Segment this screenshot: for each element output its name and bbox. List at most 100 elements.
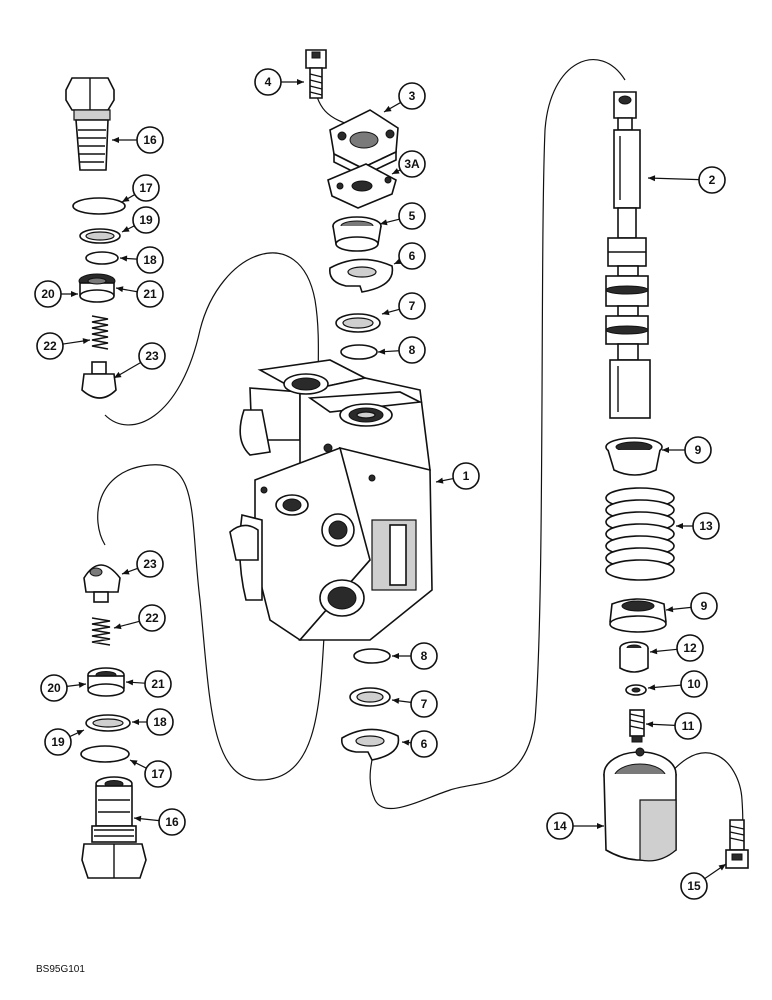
callout-label: 7 xyxy=(421,697,428,711)
callout-label: 9 xyxy=(701,599,708,613)
callout-label: 15 xyxy=(687,879,701,893)
callout-circle xyxy=(398,150,426,178)
callout-circle xyxy=(40,674,68,702)
piston-20-21-upper xyxy=(78,273,116,303)
callout-circle xyxy=(398,292,426,320)
callout-c18a: 18 xyxy=(119,246,164,274)
callout-arrowhead xyxy=(597,823,604,829)
callout-arrowhead xyxy=(82,338,90,345)
callout-c3: 3 xyxy=(383,82,426,113)
callout-label: 9 xyxy=(695,443,702,457)
callout-circle xyxy=(676,634,704,662)
callout-circle xyxy=(398,82,426,110)
callout-label: 6 xyxy=(409,249,416,263)
callout-circle xyxy=(144,670,172,698)
callout-arrowhead xyxy=(114,623,122,630)
callout-c17a: 17 xyxy=(121,174,160,203)
callout-label: 22 xyxy=(43,339,57,353)
spacer-12 xyxy=(619,641,649,673)
callout-arrowhead xyxy=(384,105,392,112)
callout-c22b: 22 xyxy=(113,604,166,632)
callout-arrowhead xyxy=(666,606,674,613)
callout-c13: 13 xyxy=(676,512,720,540)
callout-arrowhead xyxy=(114,371,122,378)
callout-c8a: 8 xyxy=(377,336,426,364)
callout-circle xyxy=(410,690,438,718)
callout-c1: 1 xyxy=(435,462,480,490)
callout-arrowhead xyxy=(122,226,130,232)
callout-layer: 1233A45667788991011121314151616171718181… xyxy=(34,68,727,900)
callout-c15: 15 xyxy=(680,863,727,900)
callout-arrowhead xyxy=(378,348,386,355)
callout-label: 21 xyxy=(143,287,157,301)
callout-arrowhead xyxy=(132,719,139,725)
relief-plug-lower xyxy=(81,776,147,879)
callout-label: 4 xyxy=(265,75,272,89)
callout-circle xyxy=(132,174,160,202)
o-ring-17-lower xyxy=(80,745,130,763)
poppet-23-lower xyxy=(83,564,121,603)
path-lower-left-loop xyxy=(97,464,326,781)
valve-body-1 xyxy=(229,359,433,642)
callout-circle xyxy=(398,336,426,364)
assembly-path-lines xyxy=(97,59,744,847)
callout-arrowhead xyxy=(718,864,726,871)
callout-circle xyxy=(136,550,164,578)
callout-circle xyxy=(136,280,164,308)
callout-circle xyxy=(684,436,712,464)
callout-label: 21 xyxy=(151,677,165,691)
callout-label: 17 xyxy=(139,181,153,195)
callout-arrowhead xyxy=(676,523,683,529)
callout-arrowhead xyxy=(646,721,654,728)
callout-label: 3A xyxy=(404,157,420,171)
callout-c17b: 17 xyxy=(129,759,172,788)
callout-c7a: 7 xyxy=(381,292,426,320)
callout-c2: 2 xyxy=(647,166,726,194)
callout-c10: 10 xyxy=(647,670,708,698)
end-cap-14 xyxy=(603,747,677,862)
callout-label: 19 xyxy=(139,213,153,227)
callout-circle xyxy=(692,512,720,540)
callout-label: 13 xyxy=(699,519,713,533)
callout-c19b: 19 xyxy=(44,728,85,756)
callout-circle xyxy=(36,332,64,360)
callout-arrowhead xyxy=(382,309,390,316)
callout-arrowhead xyxy=(122,568,130,575)
callout-c20a: 20 xyxy=(34,280,78,308)
callout-label: 20 xyxy=(41,287,55,301)
callout-c14: 14 xyxy=(546,812,604,840)
callout-circle xyxy=(144,760,172,788)
callout-arrowhead xyxy=(134,815,142,822)
callout-label: 22 xyxy=(145,611,159,625)
callout-circle xyxy=(680,872,708,900)
callout-c19a: 19 xyxy=(121,206,160,234)
spring-22-lower xyxy=(91,617,111,646)
relief-plug-upper xyxy=(65,77,115,171)
callout-c12: 12 xyxy=(649,634,704,662)
callout-arrowhead xyxy=(662,447,669,453)
path-upper-left-loop xyxy=(104,252,319,426)
callout-circle xyxy=(690,592,718,620)
callout-arrowhead xyxy=(122,195,130,202)
callout-c11: 11 xyxy=(645,712,702,740)
callout-label: 14 xyxy=(553,819,567,833)
callout-circle xyxy=(34,280,62,308)
callout-leader-line xyxy=(647,177,700,181)
callout-c16a: 16 xyxy=(112,126,164,154)
callout-label: 8 xyxy=(409,343,416,357)
callout-c9b: 9 xyxy=(665,592,718,620)
callout-circle xyxy=(138,342,166,370)
callout-label: 10 xyxy=(687,677,701,691)
spring-seat-9-upper xyxy=(605,437,663,476)
callout-c23b: 23 xyxy=(121,550,164,578)
callout-label: 19 xyxy=(51,735,65,749)
return-spring-13 xyxy=(605,487,675,581)
callout-circle xyxy=(138,604,166,632)
callout-c22a: 22 xyxy=(36,332,91,360)
washer-6-upper xyxy=(329,258,394,293)
gasket-3a xyxy=(327,163,397,209)
callout-c6b: 6 xyxy=(401,730,438,758)
callout-c20b: 20 xyxy=(40,674,87,702)
spring-seat-9-lower xyxy=(609,598,667,633)
